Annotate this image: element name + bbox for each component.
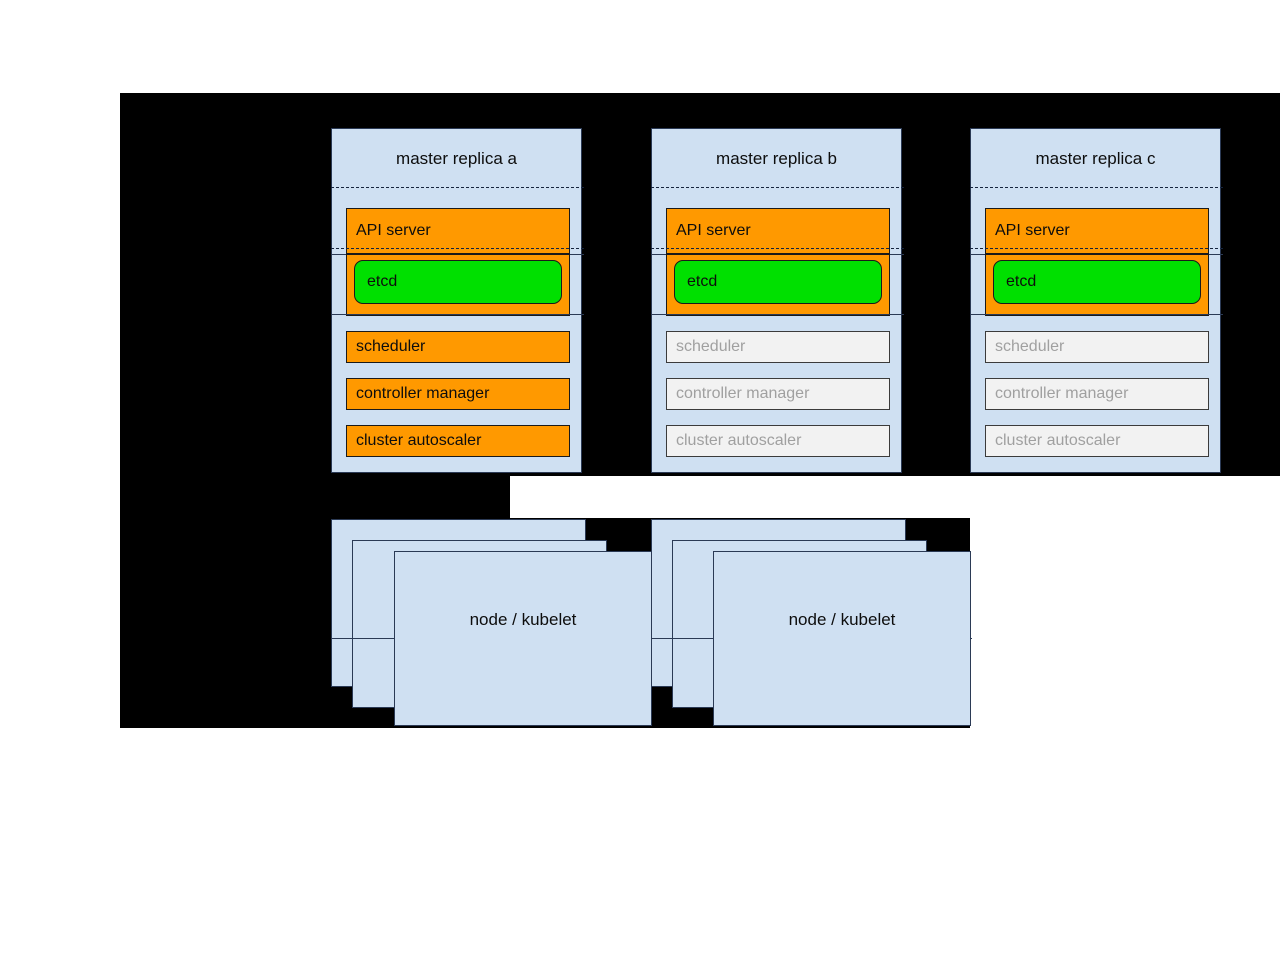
master-replica-c[interactable]: master replica c API server etcd schedul… bbox=[970, 128, 1223, 473]
replica-c-rule-bottom bbox=[970, 314, 1223, 315]
replica-c-scheduler[interactable]: scheduler bbox=[985, 331, 1209, 363]
replica-a-cluster-autoscaler[interactable]: cluster autoscaler bbox=[346, 425, 570, 457]
replica-c-divider-mid bbox=[970, 248, 1223, 249]
replica-b-etcd[interactable]: etcd bbox=[674, 260, 882, 304]
master-replica-a[interactable]: master replica a API server etcd schedul… bbox=[331, 128, 584, 473]
replica-a-divider-top bbox=[331, 187, 584, 188]
node-stack-1-card-front[interactable]: node / kubelet bbox=[394, 551, 652, 726]
replica-b-divider-top bbox=[651, 187, 904, 188]
replica-b-scheduler[interactable]: scheduler bbox=[666, 331, 890, 363]
replica-b-cluster-autoscaler[interactable]: cluster autoscaler bbox=[666, 425, 890, 457]
node-stack-2-label: node / kubelet bbox=[788, 610, 896, 629]
replica-c-divider-top bbox=[970, 187, 1223, 188]
replica-b-divider-mid bbox=[651, 248, 904, 249]
replica-a-api-server[interactable]: API server bbox=[346, 208, 570, 254]
master-replica-b-title: master replica b bbox=[716, 149, 837, 168]
replica-b-api-server[interactable]: API server bbox=[666, 208, 890, 254]
replica-c-cluster-autoscaler[interactable]: cluster autoscaler bbox=[985, 425, 1209, 457]
replica-a-etcd[interactable]: etcd bbox=[354, 260, 562, 304]
replica-b-rule-bottom bbox=[651, 314, 904, 315]
replica-a-rule-bottom bbox=[331, 314, 584, 315]
replica-a-scheduler[interactable]: scheduler bbox=[346, 331, 570, 363]
replica-c-api-server[interactable]: API server bbox=[985, 208, 1209, 254]
replica-b-controller-manager[interactable]: controller manager bbox=[666, 378, 890, 410]
master-replica-b[interactable]: master replica b API server etcd schedul… bbox=[651, 128, 904, 473]
node-stack-1-label: node / kubelet bbox=[469, 610, 577, 629]
replica-c-controller-manager[interactable]: controller manager bbox=[985, 378, 1209, 410]
master-replica-a-title: master replica a bbox=[396, 149, 517, 168]
replica-a-controller-manager[interactable]: controller manager bbox=[346, 378, 570, 410]
node-stack-2-card-front[interactable]: node / kubelet bbox=[713, 551, 971, 726]
replica-c-etcd[interactable]: etcd bbox=[993, 260, 1201, 304]
replica-a-divider-mid bbox=[331, 248, 584, 249]
master-replica-c-title: master replica c bbox=[1035, 149, 1156, 168]
